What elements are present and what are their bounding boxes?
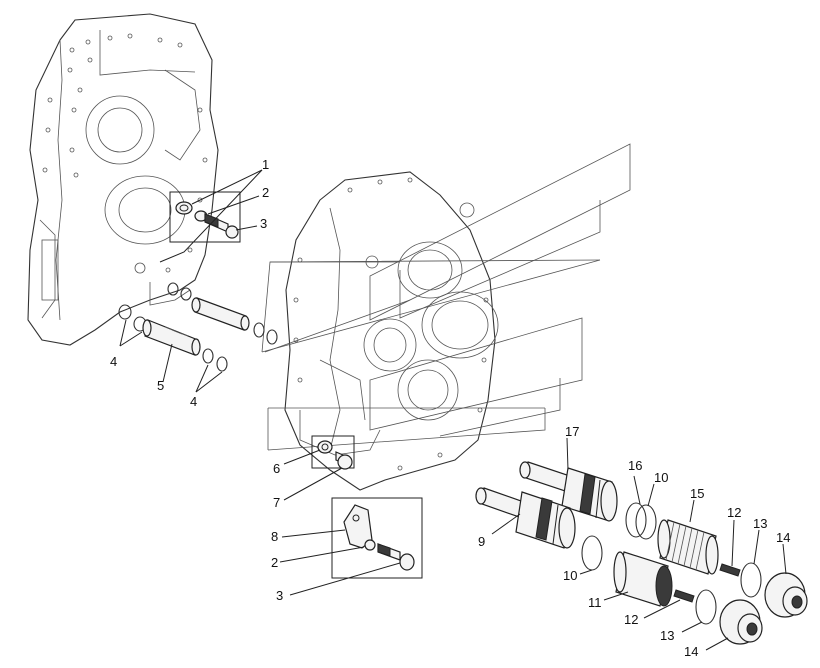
rings-13 [695,562,762,625]
callout-3: 3 [260,216,267,231]
callouts: 1 2 3 4 5 4 6 7 8 2 3 17 16 10 15 9 12 1… [110,157,790,659]
cylinder-11 [613,551,673,607]
callout-2: 2 [271,555,278,570]
callout-4: 4 [190,394,197,409]
callout-13: 13 [753,516,767,531]
callout-1: 1 [262,157,269,172]
callout-15: 15 [690,486,704,501]
callout-14: 14 [684,644,698,659]
callout-4: 4 [110,354,117,369]
projection-lines [261,143,631,451]
callout-14: 14 [776,530,790,545]
leader-lines [119,169,787,651]
part-group-6-7 [311,435,355,470]
callout-7: 7 [273,495,280,510]
left-housing [27,13,219,346]
callout-10: 10 [563,568,577,583]
callout-10: 10 [654,470,668,485]
caps-14 [719,572,808,645]
callout-12: 12 [727,505,741,520]
piston-17 [519,461,618,522]
callout-12: 12 [624,612,638,627]
part-group-8-2-3 [331,497,423,579]
callout-5: 5 [157,378,164,393]
callout-2: 2 [262,185,269,200]
springs-12 [673,563,741,603]
part-group-1-2-3 [169,191,241,243]
tubes-5 [142,297,250,356]
callout-11: 11 [588,595,602,610]
callout-13: 13 [660,628,674,643]
callout-6: 6 [273,461,280,476]
right-housing [284,171,499,491]
callout-17: 17 [565,424,579,439]
callout-3: 3 [276,588,283,603]
callout-9: 9 [478,534,485,549]
o-rings-upper [118,282,278,372]
callout-8: 8 [271,529,278,544]
filter-15 [657,519,719,575]
callout-16: 16 [628,458,642,473]
piston-9 [475,487,576,549]
